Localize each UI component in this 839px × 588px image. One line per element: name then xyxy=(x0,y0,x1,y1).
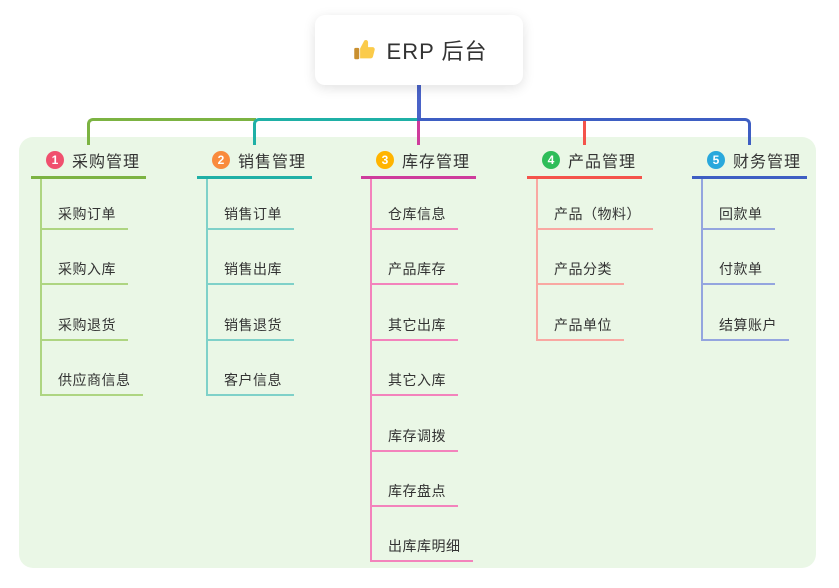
child-node[interactable]: 库存调拨 xyxy=(370,427,458,452)
child-node[interactable]: 产品库存 xyxy=(370,260,458,286)
child-node[interactable]: 产品分类 xyxy=(536,260,624,286)
children-rail xyxy=(701,179,703,341)
child-node[interactable]: 销售出库 xyxy=(206,260,294,286)
children-rail xyxy=(536,179,538,341)
child-node[interactable]: 采购退货 xyxy=(40,316,128,341)
branch-node-3[interactable]: 3 库存管理 xyxy=(376,150,471,171)
branch-node-1[interactable]: 1 采购管理 xyxy=(46,150,141,171)
root-label: ERP 后台 xyxy=(386,39,488,64)
branch-number-badge: 1 xyxy=(46,151,64,169)
branch-title: 库存管理 xyxy=(402,154,471,171)
child-node[interactable]: 其它出库 xyxy=(370,316,458,341)
child-node[interactable]: 客户信息 xyxy=(206,371,294,397)
connector-elbow-branch5 xyxy=(417,118,751,145)
child-node[interactable]: 供应商信息 xyxy=(40,371,143,397)
child-node[interactable]: 产品（物料） xyxy=(536,205,653,230)
child-node[interactable]: 付款单 xyxy=(701,260,775,286)
branch-underline xyxy=(692,176,807,179)
child-node[interactable]: 其它入库 xyxy=(370,371,458,397)
child-node[interactable]: 销售退货 xyxy=(206,316,294,341)
child-node[interactable]: 采购入库 xyxy=(40,260,128,286)
branch-underline xyxy=(31,176,146,179)
branch-node-5[interactable]: 5 财务管理 xyxy=(707,150,802,171)
thumbs-up-icon xyxy=(351,37,377,63)
branches-panel xyxy=(19,137,816,568)
branch-number-badge: 4 xyxy=(542,151,560,169)
child-node[interactable]: 仓库信息 xyxy=(370,205,458,230)
root-node[interactable]: ERP 后台 xyxy=(315,15,523,85)
branch-number-badge: 5 xyxy=(707,151,725,169)
children-rail xyxy=(40,179,42,397)
branch-underline xyxy=(361,176,476,179)
connector-drop-branch4 xyxy=(583,121,586,145)
root-connector-line xyxy=(417,85,421,121)
branch-title: 产品管理 xyxy=(568,154,637,171)
child-node[interactable]: 库存盘点 xyxy=(370,482,458,507)
child-node[interactable]: 回款单 xyxy=(701,205,775,230)
child-node[interactable]: 销售订单 xyxy=(206,205,294,230)
branch-title: 采购管理 xyxy=(72,154,141,171)
branch-title: 销售管理 xyxy=(238,154,307,171)
branch-underline xyxy=(527,176,642,179)
children-rail xyxy=(370,179,372,563)
branch-node-2[interactable]: 2 销售管理 xyxy=(212,150,307,171)
connector-elbow-branch1 xyxy=(87,118,256,145)
branch-node-4[interactable]: 4 产品管理 xyxy=(542,150,637,171)
branch-title: 财务管理 xyxy=(733,154,802,171)
child-node[interactable]: 出库库明细 xyxy=(370,537,473,563)
connector-drop-branch3 xyxy=(417,121,420,145)
child-node[interactable]: 采购订单 xyxy=(40,205,128,230)
branch-number-badge: 3 xyxy=(376,151,394,169)
child-node[interactable]: 产品单位 xyxy=(536,316,624,341)
child-node[interactable]: 结算账户 xyxy=(701,316,789,341)
branch-number-badge: 2 xyxy=(212,151,230,169)
children-rail xyxy=(206,179,208,397)
connector-elbow-branch2 xyxy=(253,118,420,145)
branch-underline xyxy=(197,176,312,179)
